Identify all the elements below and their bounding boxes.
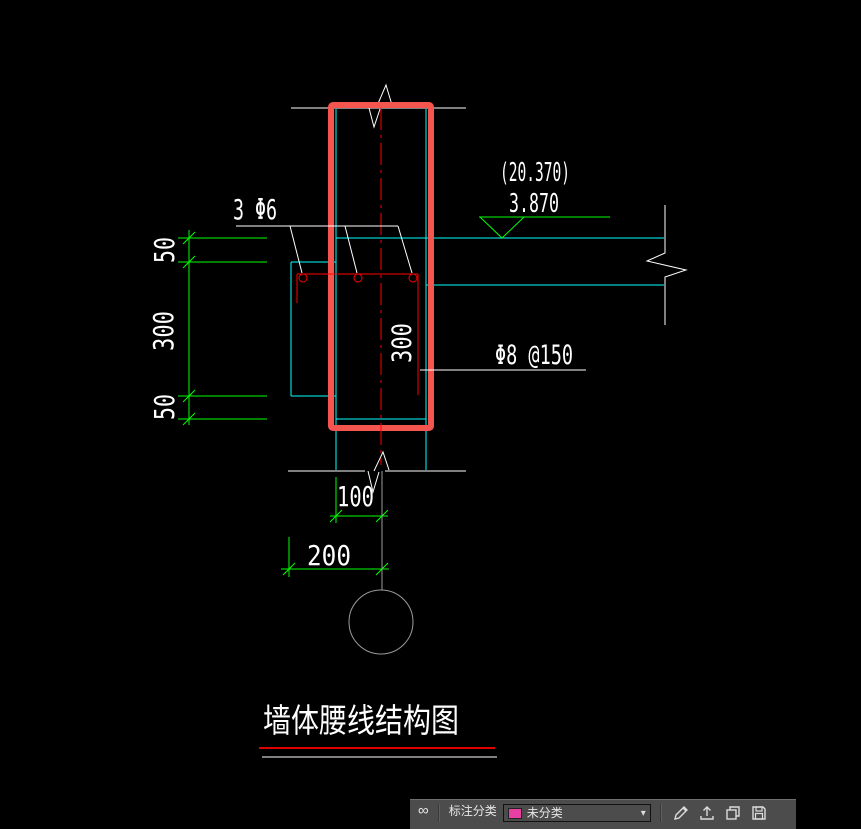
copy-icon [726, 806, 740, 820]
elevation-alt-label: (20.370) [500, 158, 570, 188]
section-mark [348, 471, 414, 655]
export-button[interactable] [697, 804, 717, 824]
copy-button[interactable] [723, 804, 743, 824]
rebar-lines [296, 273, 419, 395]
leader-lines [236, 225, 586, 371]
dim-300-left-label: 300 [147, 311, 180, 351]
left-dimension-lines [178, 230, 267, 426]
wall-outline [290, 109, 664, 470]
rebar-label: 3 Φ6 [233, 193, 277, 226]
dim-200-label: 200 [307, 539, 351, 572]
link-icon[interactable]: ∞ [418, 802, 429, 819]
save-icon [752, 806, 766, 820]
category-value: 未分类 [526, 806, 563, 820]
category-select[interactable]: 未分类 ▾ [502, 804, 651, 822]
dim-100-label: 100 [337, 480, 374, 513]
toolbar-separator [437, 804, 440, 822]
elevation-label: 3.870 [509, 189, 559, 219]
chevron-down-icon[interactable]: ▾ [640, 807, 646, 819]
elevation-marker [478, 216, 610, 239]
stirrup-label: Φ8 @150 [495, 340, 573, 371]
dim-50-top-label: 50 [148, 237, 181, 263]
edit-icon [673, 806, 688, 820]
dim-300-inner-label: 300 [387, 323, 418, 363]
save-button[interactable] [749, 804, 769, 824]
toolbar-separator [659, 804, 662, 822]
export-icon [700, 806, 714, 820]
dim-50-bottom-label: 50 [148, 394, 181, 420]
drawing-title: 墙体腰线结构图 [263, 702, 459, 739]
bottom-toolbar: ∞ 标注分类 未分类 ▾ [410, 799, 796, 829]
category-label: 标注分类 [448, 804, 497, 818]
edit-button[interactable] [671, 804, 691, 824]
